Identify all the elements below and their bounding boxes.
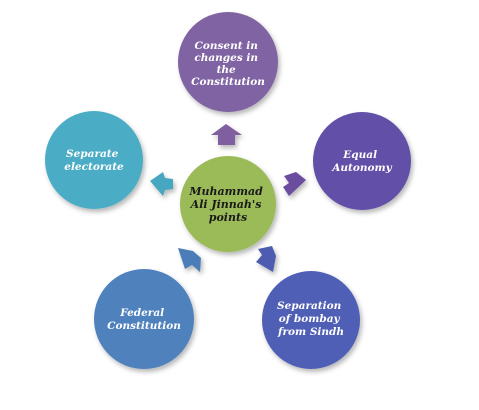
arrow-bottom-right [256, 246, 276, 272]
node-left: Separate electorate [45, 111, 143, 209]
node-bottom-right-circle [262, 271, 360, 369]
arrow-right [283, 172, 306, 196]
node-right-circle [313, 112, 411, 210]
node-top-circle [178, 12, 278, 112]
node-left-circle [45, 111, 143, 209]
arrow-left [150, 172, 173, 196]
node-top-label: Consent in changes in the Constitution [191, 40, 265, 88]
node-right-label: Equal Autonomy [331, 149, 392, 174]
center-node-circle [180, 156, 276, 252]
node-bottom-right-label: Separation of bombay from Sindh [277, 300, 345, 338]
node-bottom-left: Federal Constitution [94, 269, 194, 369]
center-node: Muhammad Ali Jinnah's points [180, 156, 276, 252]
node-bottom-right: Separation of bombay from Sindh [262, 271, 360, 369]
node-bottom-left-circle [94, 269, 194, 369]
center-node-label: Muhammad Ali Jinnah's points [188, 185, 266, 224]
arrow-bottom-left [178, 248, 201, 272]
node-bottom-left-label: Federal Constitution [107, 307, 181, 332]
node-left-label: Separate electorate [64, 148, 124, 173]
node-right: Equal Autonomy [313, 112, 411, 210]
node-top: Consent in changes in the Constitution [178, 12, 278, 112]
arrow-top [211, 124, 242, 145]
